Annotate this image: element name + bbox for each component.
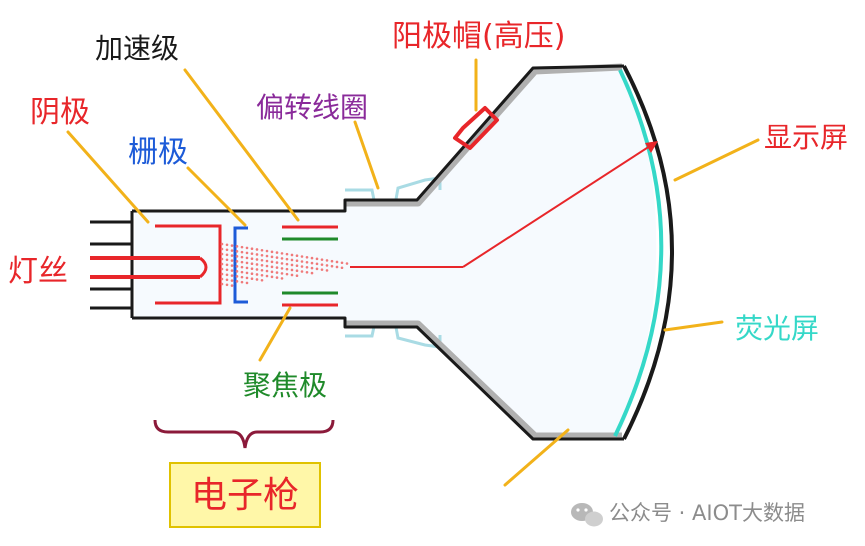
anode-cap: [453, 106, 499, 150]
grid-label: 栅极: [128, 135, 188, 170]
watermark: 公众号 · AIOT大数据: [571, 501, 805, 527]
cathode-label: 阴极: [30, 95, 90, 130]
anode-cap-label: 阳极帽(高压): [392, 19, 565, 54]
watermark-text: 公众号 · AIOT大数据: [609, 501, 805, 525]
focusing-electrode: [282, 291, 338, 307]
deflection-coil-label: 偏转线圈: [256, 91, 368, 124]
electron-gun-box: 电子枪: [169, 462, 321, 528]
electron-gun-bracket: [153, 419, 335, 449]
cathode: [155, 224, 222, 305]
accelerating-electrode-label: 加速级: [95, 32, 179, 65]
grid-electrode: [233, 226, 248, 304]
screen-face: [613, 65, 674, 440]
focusing-electrode-label: 聚焦极: [243, 369, 327, 402]
tube-outline: [130, 63, 625, 441]
deflected-beam: [350, 141, 658, 268]
accelerating-electrode: [282, 225, 338, 241]
wechat-icon: [571, 503, 603, 527]
filament-label: 灯丝: [8, 254, 68, 289]
base-pins: [90, 220, 208, 310]
display-screen-label: 显示屏: [764, 121, 848, 154]
fluorescent-screen-label: 荧光屏: [735, 312, 819, 345]
electron-gun-label: 电子枪: [191, 475, 299, 516]
electron-beam-dots: [220, 242, 349, 287]
leader-lines: [66, 58, 760, 487]
tube-glass-fill: [135, 70, 657, 435]
